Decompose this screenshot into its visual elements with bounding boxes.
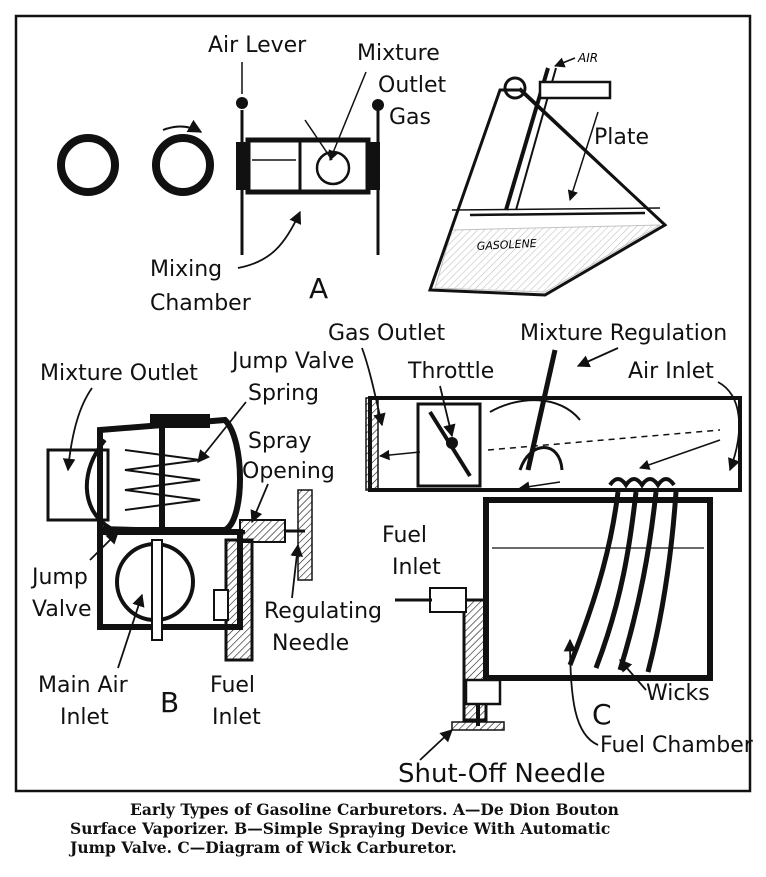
gas-label: Gas — [389, 105, 431, 130]
regulating-needle-label-2: Needle — [272, 631, 349, 656]
mixture-regulation-label: Mixture Regulation — [520, 321, 727, 346]
plate-label: Plate — [594, 125, 649, 150]
fuel-inlet-b-label-1: Fuel — [210, 673, 255, 698]
jump-valve-spring-label-2: Spring — [248, 381, 319, 406]
mixing-chamber-label-1: Mixing — [150, 257, 222, 282]
caption-line-3: Jump Valve. C—Diagram of Wick Carburetor… — [70, 838, 457, 857]
caption-line-2: Surface Vaporizer. B—Simple Spraying Dev… — [70, 819, 611, 838]
air-lever-label: Air Lever — [208, 33, 307, 58]
jump-valve-spring-label-1: Jump Valve — [230, 349, 354, 374]
view-b-letter: B — [160, 686, 179, 719]
throttle-label: Throttle — [407, 359, 494, 384]
fuel-inlet-b-label-2: Inlet — [212, 705, 261, 730]
figure-frame — [14, 14, 752, 793]
mixture-outlet-label-2: Outlet — [378, 73, 447, 98]
mixture-outlet-b-label: Mixture Outlet — [40, 361, 198, 386]
view-c-letter: C — [592, 698, 612, 731]
ring-left — [57, 134, 119, 196]
spray-opening-label-2: Opening — [242, 459, 335, 484]
view-b: Mixture Outlet Jump Valve Spring Spray O… — [30, 349, 382, 730]
figure-caption: Early Types of Gasoline Carburetors. A—D… — [70, 800, 750, 857]
air-label: AIR — [577, 51, 598, 65]
spraying-device-drawing — [46, 414, 313, 662]
view-c: Gas Outlet Throttle Mixture Regulation A… — [328, 321, 754, 789]
mixture-outlet-label-1: Mixture — [357, 41, 440, 66]
view-a: AIR GASOLENE Air Lever Mixture Outlet Ga… — [57, 33, 668, 316]
jump-valve-label-1: Jump — [30, 565, 88, 590]
surface-vaporizer-drawing: AIR GASOLENE — [427, 51, 668, 297]
fuel-chamber-label: Fuel Chamber — [600, 733, 754, 758]
fuel-inlet-c-label-1: Fuel — [382, 523, 427, 548]
main-air-inlet-label-1: Main Air — [38, 673, 129, 698]
gas-outlet-label: Gas Outlet — [328, 321, 446, 346]
ring-right — [152, 134, 214, 196]
shut-off-needle-label: Shut-Off Needle — [398, 759, 606, 789]
wicks-label: Wicks — [646, 681, 710, 706]
air-inlet-label: Air Inlet — [628, 359, 714, 384]
mixing-chamber-drawing — [236, 97, 384, 255]
mixing-chamber-label-2: Chamber — [150, 291, 252, 316]
main-air-inlet-label-2: Inlet — [60, 705, 109, 730]
caption-line-1: Early Types of Gasoline Carburetors. A—D… — [130, 800, 619, 819]
gasolene-label: GASOLENE — [476, 237, 537, 253]
wick-carburetor-drawing — [365, 349, 742, 731]
spray-opening-label-1: Spray — [248, 429, 311, 454]
jump-valve-label-2: Valve — [32, 597, 92, 622]
fuel-inlet-c-label-2: Inlet — [392, 555, 441, 580]
regulating-needle-label-1: Regulating — [264, 599, 382, 624]
view-a-letter: A — [309, 272, 328, 305]
